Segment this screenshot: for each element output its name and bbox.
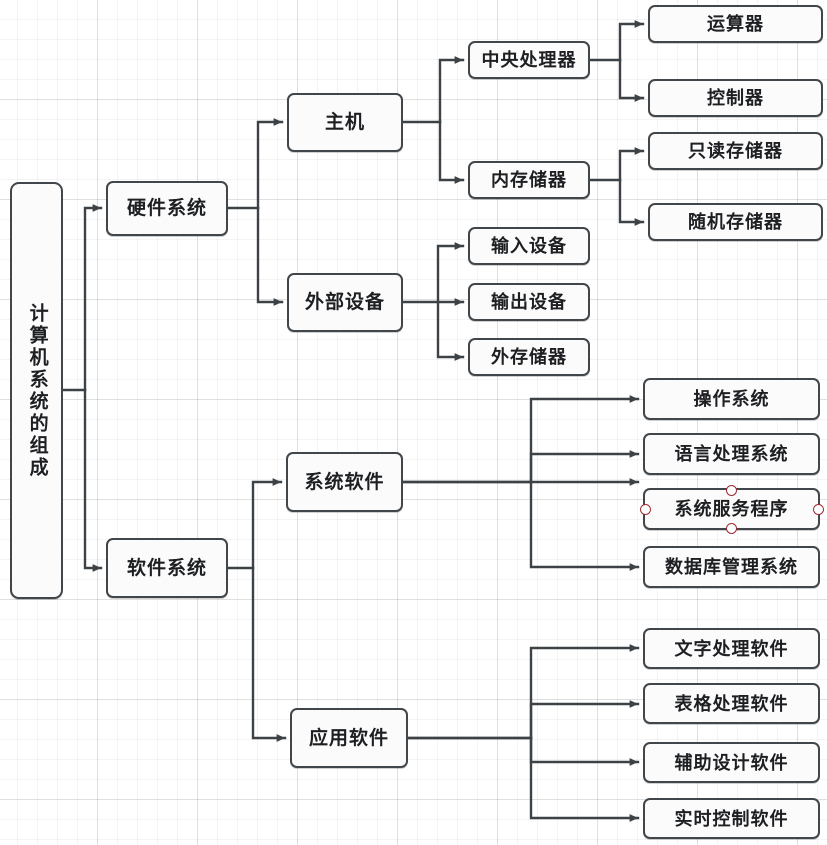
edge-host-to-cpu xyxy=(438,56,465,124)
node-software-system[interactable]: 软件系统 xyxy=(106,538,228,598)
connection-handle-left[interactable] xyxy=(639,503,651,515)
edge-host-to-memory xyxy=(438,120,465,184)
node-cpu[interactable]: 中央处理器 xyxy=(468,41,590,79)
edge-root-to-software xyxy=(83,388,103,572)
edge-system-to-database xyxy=(529,480,640,571)
node-rom-label: 只读存储器 xyxy=(688,141,783,161)
node-peripheral-device[interactable]: 外部设备 xyxy=(287,273,403,332)
edge-cpu-to-control xyxy=(618,58,645,102)
node-realtime-control-software[interactable]: 实时控制软件 xyxy=(643,798,820,839)
node-root-label: 计算机系统的组成 xyxy=(26,302,48,479)
node-peripheral-device-label: 外部设备 xyxy=(304,292,385,313)
node-system-service-program[interactable]: 系统服务程序 xyxy=(639,484,824,534)
node-spreadsheet-software[interactable]: 表格处理软件 xyxy=(643,683,820,724)
node-hardware-system[interactable]: 硬件系统 xyxy=(106,181,228,236)
node-word-processing-software-label: 文字处理软件 xyxy=(674,638,789,659)
edge-hardware-to-host xyxy=(256,118,284,210)
node-main-memory[interactable]: 内存储器 xyxy=(468,161,590,199)
edge-application-to-word xyxy=(529,644,640,740)
node-language-processing-system-label: 语言处理系统 xyxy=(674,444,789,464)
node-cad-software-label: 辅助设计软件 xyxy=(674,752,789,773)
node-external-storage-label: 外存储器 xyxy=(491,347,567,367)
edge-memory-to-ram xyxy=(618,178,645,226)
edge-system-to-language xyxy=(529,450,640,484)
node-controller[interactable]: 控制器 xyxy=(648,79,823,117)
connection-handle-right[interactable] xyxy=(812,503,824,515)
edge-application-to-cad xyxy=(529,736,640,766)
node-external-storage[interactable]: 外存储器 xyxy=(468,338,590,376)
node-system-service-program-label: 系统服务程序 xyxy=(674,499,789,519)
edge-system-to-os xyxy=(529,395,640,484)
node-software-system-label: 软件系统 xyxy=(126,557,207,579)
edge-software-to-system xyxy=(251,478,283,570)
node-cad-software[interactable]: 辅助设计软件 xyxy=(643,742,820,783)
node-language-processing-system[interactable]: 语言处理系统 xyxy=(643,433,820,475)
node-spreadsheet-software-label: 表格处理软件 xyxy=(674,693,789,714)
node-main-memory-label: 内存储器 xyxy=(491,170,567,190)
node-host-label: 主机 xyxy=(324,112,365,133)
node-output-device[interactable]: 输出设备 xyxy=(468,283,590,321)
edge-cpu-to-alu xyxy=(618,20,645,62)
node-system-software-label: 系统软件 xyxy=(304,471,385,493)
node-cpu-label: 中央处理器 xyxy=(481,50,577,70)
node-rom[interactable]: 只读存储器 xyxy=(648,132,823,170)
edge-peripheral-to-storage xyxy=(436,300,465,361)
node-ram-label: 随机存储器 xyxy=(688,212,783,232)
node-word-processing-software[interactable]: 文字处理软件 xyxy=(643,628,820,669)
edge-application-to-realtime xyxy=(529,736,640,822)
node-database-management-system[interactable]: 数据库管理系统 xyxy=(643,546,820,588)
edge-hardware-to-peripheral xyxy=(256,206,284,306)
node-system-software[interactable]: 系统软件 xyxy=(286,452,403,512)
node-hardware-system-label: 硬件系统 xyxy=(126,198,207,219)
node-root[interactable]: 计算机系统的组成 xyxy=(10,182,63,599)
node-ram[interactable]: 随机存储器 xyxy=(648,203,823,241)
edge-memory-to-rom xyxy=(618,147,645,182)
node-controller-label: 控制器 xyxy=(707,88,764,108)
connection-handle-bottom[interactable] xyxy=(726,522,737,534)
node-input-device[interactable]: 输入设备 xyxy=(468,227,590,265)
node-application-software-label: 应用软件 xyxy=(308,727,389,749)
node-alu[interactable]: 运算器 xyxy=(648,5,823,43)
edge-root-to-hardware xyxy=(83,204,103,392)
node-input-device-label: 输入设备 xyxy=(491,236,567,256)
node-operating-system[interactable]: 操作系统 xyxy=(643,378,820,420)
edge-application-to-spreadsheet xyxy=(529,700,640,740)
node-host[interactable]: 主机 xyxy=(287,93,403,152)
edge-software-to-application xyxy=(251,566,287,742)
connection-handle-top[interactable] xyxy=(726,484,737,496)
node-output-device-label: 输出设备 xyxy=(491,292,567,312)
node-application-software[interactable]: 应用软件 xyxy=(290,708,408,768)
edge-peripheral-to-input xyxy=(436,242,465,304)
node-database-management-system-label: 数据库管理系统 xyxy=(665,557,798,577)
node-operating-system-label: 操作系统 xyxy=(693,389,770,409)
node-alu-label: 运算器 xyxy=(707,14,764,34)
node-realtime-control-software-label: 实时控制软件 xyxy=(674,808,789,829)
